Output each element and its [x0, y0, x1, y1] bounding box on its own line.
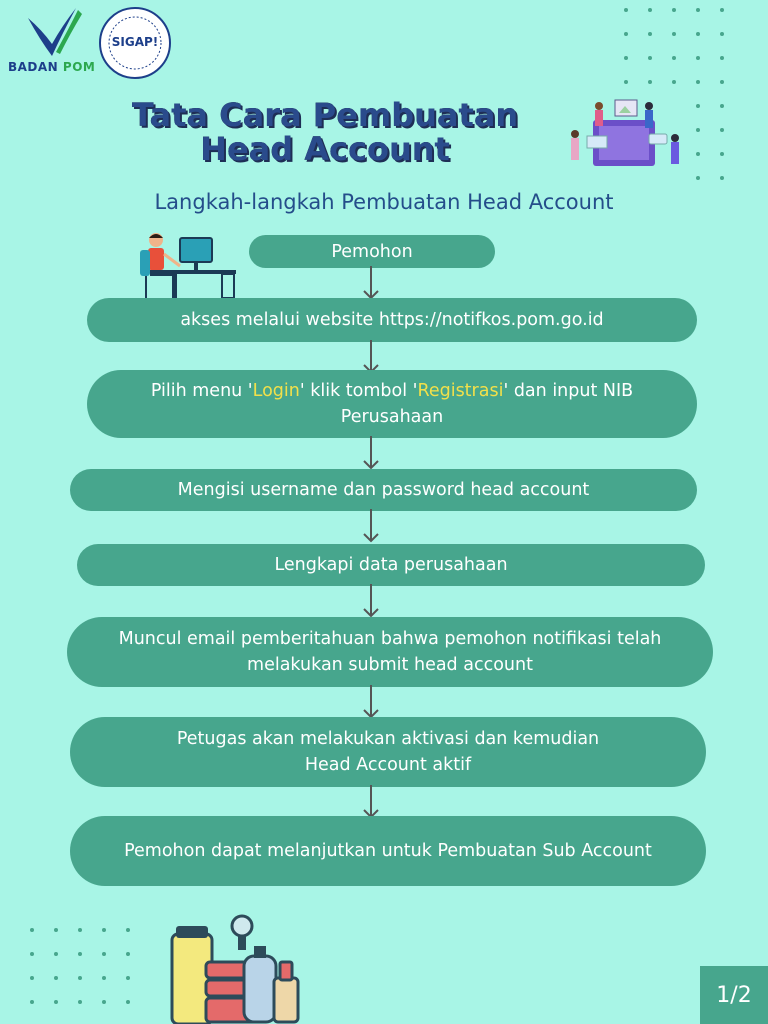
- badan-pom-emblem-icon: [28, 8, 82, 56]
- sigap-logo: SIGAP!: [98, 6, 172, 80]
- flow-arrow-5-icon: [363, 584, 379, 618]
- step-7-line-1: Petugas akan melakukan aktivasi dan kemu…: [176, 729, 600, 749]
- step-1-text: Pemohon: [331, 241, 413, 262]
- step-3-suffix: ' dan input NIB: [503, 381, 634, 401]
- step-mengisi-username: Mengisi username dan password head accou…: [70, 469, 697, 511]
- step-3-prefix: Pilih menu ': [150, 381, 253, 401]
- person-at-computer-illustration: [138, 233, 236, 301]
- title-line-2: Head Account: [200, 130, 450, 168]
- step-lengkapi-data: Lengkapi data perusahaan: [77, 544, 705, 586]
- step-lanjut-sub-account: Pemohon dapat melanjutkan untuk Pembuata…: [70, 816, 706, 886]
- step-pemohon: Pemohon: [249, 235, 495, 268]
- step-3-registrasi-highlight: Registrasi: [417, 381, 504, 401]
- step-7-line-2: Head Account aktif: [304, 755, 472, 775]
- team-board-illustration: [571, 99, 679, 166]
- logo-pom-text: POM: [62, 60, 96, 74]
- page-indicator-text: 1/2: [716, 982, 752, 1008]
- bottom-left-dot-grid: [30, 928, 130, 1004]
- badan-pom-logo: BADAN POM: [6, 4, 96, 74]
- sigap-seal-icon: [99, 7, 171, 79]
- top-right-dot-grid: [624, 8, 724, 180]
- page-indicator-badge: 1/2: [700, 966, 768, 1024]
- step-3-login-highlight: Login: [252, 381, 300, 401]
- step-petugas-aktivasi: Petugas akan melakukan aktivasi dan kemu…: [70, 717, 706, 787]
- step-6-line-2: melakukan submit head account: [247, 655, 533, 675]
- flow-arrow-4-icon: [363, 509, 379, 543]
- step-6-line-1: Muncul email pemberitahuan bahwa pemohon…: [118, 629, 662, 649]
- page-title: Tata Cara Pembuatan Head Account: [60, 98, 590, 166]
- step-3-mid: ' klik tombol ': [299, 381, 418, 401]
- step-pilih-menu-login: Pilih menu 'Login' klik tombol 'Registra…: [87, 370, 697, 438]
- flow-arrow-3-icon: [363, 436, 379, 470]
- logo-badan-text: BADAN: [8, 60, 59, 74]
- step-3-line-2: Perusahaan: [340, 407, 444, 427]
- step-akses-website: akses melalui website https://notifkos.p…: [87, 298, 697, 342]
- flow-arrow-1-icon: [363, 266, 379, 300]
- step-muncul-email: Muncul email pemberitahuan bahwa pemohon…: [67, 617, 713, 687]
- step-5-text: Lengkapi data perusahaan: [274, 555, 508, 575]
- title-line-1: Tata Cara Pembuatan: [131, 96, 519, 134]
- cosmetics-products-illustration: [170, 914, 300, 1024]
- step-4-text: Mengisi username dan password head accou…: [177, 480, 590, 500]
- flow-arrow-6-icon: [363, 685, 379, 719]
- step-2-text: akses melalui website https://notifkos.p…: [180, 310, 604, 330]
- sigap-label: SIGAP!: [111, 35, 159, 49]
- subtitle: Langkah-langkah Pembuatan Head Account: [154, 190, 614, 214]
- step-8-text: Pemohon dapat melanjutkan untuk Pembuata…: [124, 841, 652, 861]
